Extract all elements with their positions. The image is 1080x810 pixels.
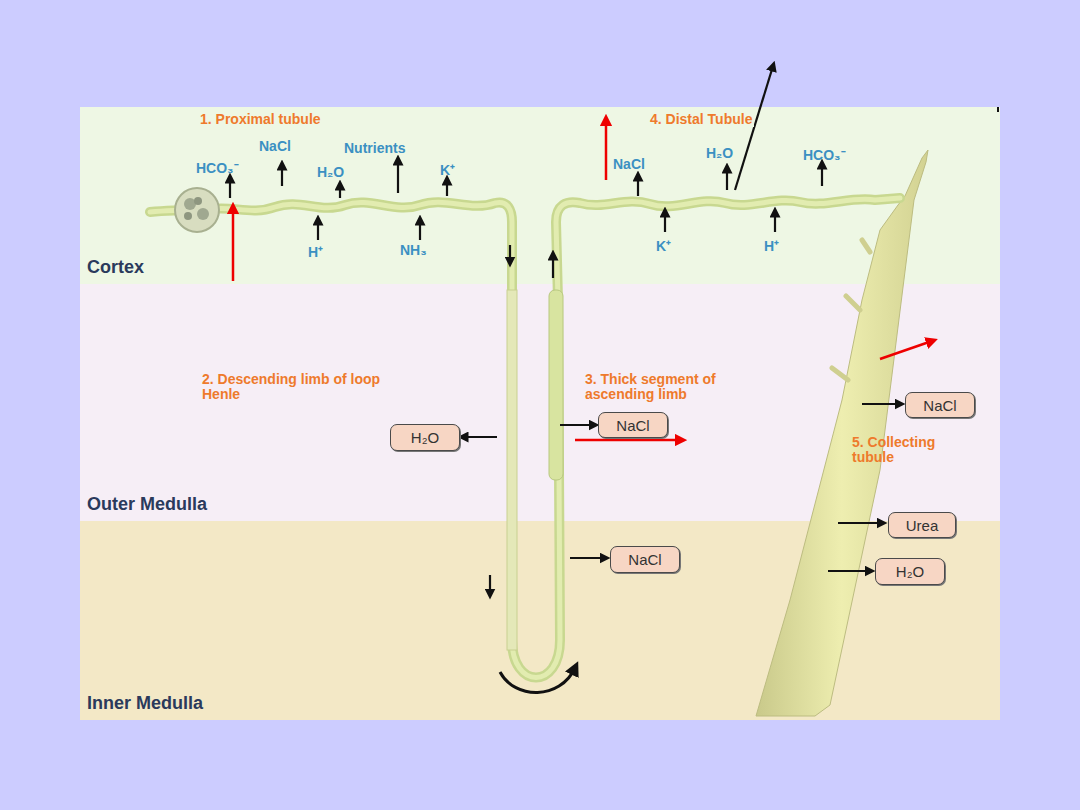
- solute-label: K⁺: [440, 160, 455, 179]
- solute-box: H₂O: [390, 424, 460, 451]
- solute-label: H₂O: [317, 164, 344, 180]
- tissue-band: Cortex: [80, 107, 1000, 284]
- solute-label: Nutrients: [344, 140, 405, 156]
- solute-box: NaCl: [610, 546, 680, 573]
- solute-box: Urea: [888, 512, 956, 538]
- solute-label: K⁺: [656, 236, 671, 255]
- section-heading: 4. Distal Tubule: [648, 112, 754, 127]
- tissue-band: Inner MedullaUreaNaClH₂O: [80, 521, 1000, 720]
- solute-label: NaCl: [923, 397, 956, 414]
- solute-label: HCO₃⁻: [196, 158, 239, 177]
- section-heading: 3. Thick segment of ascending limb: [583, 372, 732, 402]
- solute-label: H₂O: [411, 429, 439, 446]
- region-label: Outer Medulla: [87, 494, 207, 515]
- section-heading: 5. Collecting tubule: [850, 435, 969, 465]
- tissue-band: Outer MedullaH₂ONaClNaCl: [80, 284, 1000, 521]
- solute-box: H₂O: [875, 558, 945, 585]
- solute-label: NaCl: [259, 138, 291, 154]
- solute-label: NaCl: [616, 417, 649, 434]
- solute-label: Urea: [906, 517, 939, 534]
- solute-label: NaCl: [628, 551, 661, 568]
- solute-box: NaCl: [598, 412, 668, 438]
- section-heading: 2. Descending limb of loop Henle: [200, 372, 404, 402]
- region-label: Inner Medulla: [87, 693, 203, 714]
- solute-label: H⁺: [764, 236, 779, 255]
- solute-label: H⁺: [308, 242, 323, 261]
- section-heading: 1. Proximal tubule: [198, 112, 323, 127]
- solute-label: NH₃: [400, 242, 427, 258]
- solute-box: NaCl: [905, 392, 975, 418]
- solute-label: H₂O: [896, 563, 924, 580]
- solute-label: HCO₃⁻: [803, 145, 846, 164]
- solute-label: NaCl: [613, 156, 645, 172]
- solute-label: H₂O: [706, 145, 733, 161]
- region-label: Cortex: [87, 257, 144, 278]
